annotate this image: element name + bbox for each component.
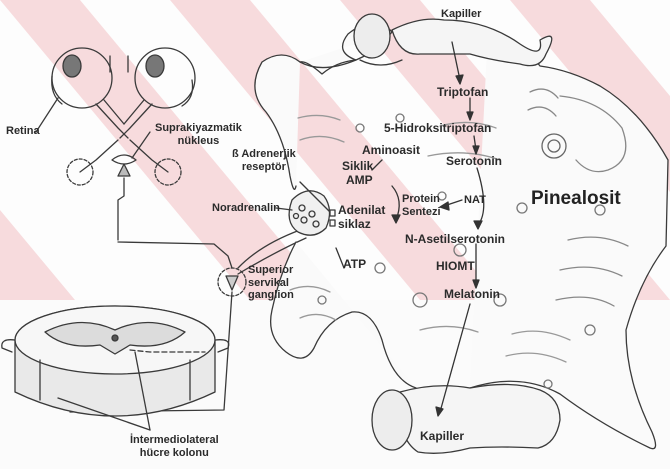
label-melatonin: Melatonin [444,288,500,302]
label-hiomt: HIOMT [436,260,475,274]
label-protein-sentezi: Protein Sentezi [402,193,441,218]
label-aminoasit: Aminoasit [362,144,420,158]
label-hucre-kolonu: hücre kolonu [130,447,219,460]
label-protein: Protein [402,193,441,206]
capillary-bottom [372,384,560,453]
label-beta-adrenerjik-reseptor: ß Adrenerjik reseptör [232,148,296,173]
label-serotonin: Serotonin [446,155,502,169]
label-kapiller-bottom: Kapiller [420,430,464,444]
label-suprakiyazmatik-nukleus: Suprakiyazmatik nükleus [155,122,242,147]
label-n-asetilserotonin: N-Asetilserotonin [405,233,505,247]
label-5-hidroksitriptofan: 5-Hidroksitriptofan [384,122,491,136]
label-triptofan: Triptofan [437,86,488,100]
label-ganglion: ganglion [248,289,294,302]
label-superior-servikal-ganglion: Superior servikal ganglion [248,264,294,302]
label-noradrenalin: Noradrenalin [212,202,280,215]
label-suprakiyazmatik: Suprakiyazmatik [155,122,242,135]
label-reseptor: reseptör [232,161,296,174]
label-nukleus: nükleus [155,135,242,148]
label-adenilat-siklaz: Adenilat siklaz [338,204,385,232]
label-nat: NAT [464,194,486,207]
label-amp: AMP [346,174,373,188]
label-atp: ATP [343,258,366,272]
nerve-terminal [276,182,335,235]
label-beta-adrenerjik: ß Adrenerjik [232,148,296,161]
label-adenilat: Adenilat [338,204,385,218]
label-siklik: Siklik [342,160,373,174]
label-servikal: servikal [248,277,294,290]
label-retina: Retina [6,125,40,138]
label-kapiller-top: Kapiller [441,8,481,21]
label-sentezi: Sentezi [402,206,441,219]
spinal-cord-icon [2,306,229,416]
label-siklaz: siklaz [338,218,385,232]
label-intermediolateral: İntermediolateral [130,434,219,447]
label-superior: Superior [248,264,294,277]
label-intermediolateral-hucre-kolonu: İntermediolateral hücre kolonu [130,434,219,459]
label-pinealosit: Pinealosit [531,188,621,210]
